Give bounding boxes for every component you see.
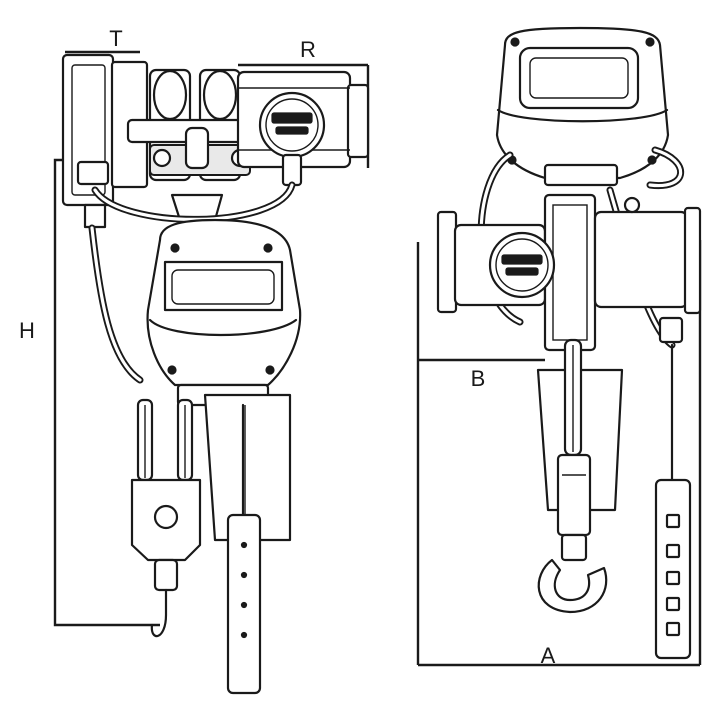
- left-load-chain: [136, 398, 194, 482]
- trolley-power-cable: [88, 181, 296, 384]
- left-bottom-block: [130, 478, 202, 637]
- trolley-motor: [236, 70, 370, 187]
- label-t: T: [109, 26, 122, 51]
- right-hoist-view: [416, 26, 702, 667]
- right-hoist-body: [495, 26, 670, 187]
- hook-icon: [150, 588, 168, 637]
- left-hoist-body: [146, 218, 302, 407]
- trolley-left-gearbox: [61, 53, 115, 229]
- right-trolley-motor: [436, 193, 702, 352]
- label-a: A: [541, 643, 556, 668]
- right-load-chain: [563, 338, 583, 457]
- left-pendant: [226, 403, 262, 695]
- label-h: H: [19, 318, 35, 343]
- right-bottom-block: [537, 453, 608, 614]
- label-b: B: [471, 366, 486, 391]
- right-pendant: [654, 343, 692, 660]
- suspension-hook: [170, 126, 224, 222]
- trolley-frame: [110, 60, 260, 189]
- hook-icon: [537, 558, 608, 614]
- left-hoist-view: [53, 50, 370, 695]
- label-r: R: [300, 37, 316, 62]
- dimension-b-line: [416, 242, 545, 665]
- left-chain-bag: [203, 393, 292, 542]
